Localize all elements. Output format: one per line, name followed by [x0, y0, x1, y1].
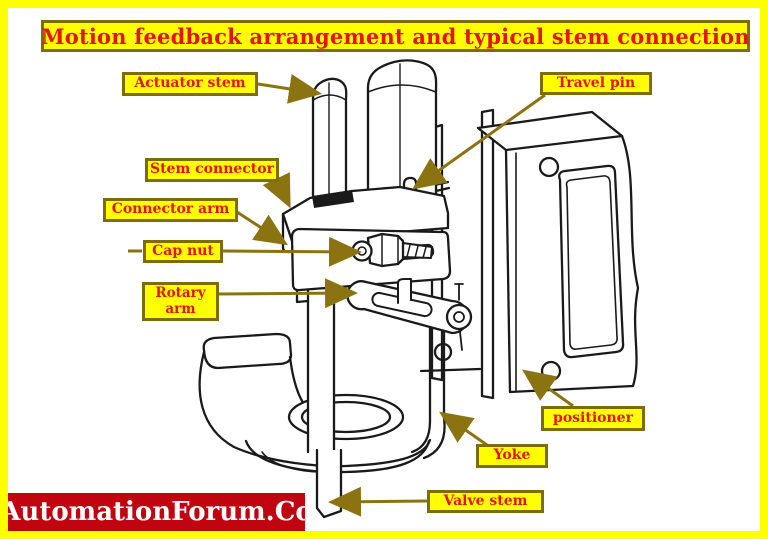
leader-yoke	[439, 411, 488, 447]
leader-rotary-arm	[217, 278, 358, 309]
rotary-arm-drawing	[346, 278, 473, 362]
label-cap-nut-text: Cap nut	[152, 242, 214, 259]
label-actuator-stem: Actuator stem	[122, 72, 258, 96]
label-connector-arm-text: Connector arm	[111, 201, 230, 218]
label-stem-connector-text: Stem connector	[149, 161, 274, 178]
positioner-drawing	[476, 110, 640, 394]
lower-stem-drawing	[306, 288, 336, 454]
leader-arrows	[128, 74, 574, 517]
label-travel-pin-text: Travel pin	[556, 74, 636, 91]
leader-connector-arm	[236, 210, 289, 246]
label-rotary-arm-text: Rotary arm	[155, 285, 206, 317]
valve-stem-drawing	[315, 448, 343, 519]
label-yoke-text: Yoke	[493, 447, 531, 464]
leader-travel-pin	[412, 93, 546, 190]
title-banner: Motion feedback arrangement and typical …	[41, 20, 750, 52]
label-positioner-text: positioner	[553, 409, 633, 426]
watermark-badge: AutomationForum.Co	[0, 493, 313, 531]
label-rotary-arm: Rotary arm	[142, 282, 219, 321]
label-cap-nut: Cap nut	[143, 240, 223, 263]
leader-positioner	[522, 369, 574, 408]
yoke-ring-drawing	[287, 393, 405, 441]
leader-actuator-stem	[257, 74, 322, 104]
watermark-text: AutomationForum.Co	[0, 497, 313, 527]
label-valve-stem: Valve stem	[427, 490, 544, 513]
yoke-base-drawing	[244, 439, 431, 474]
label-travel-pin: Travel pin	[540, 72, 652, 95]
leader-valve-stem	[328, 486, 428, 517]
label-connector-arm: Connector arm	[103, 198, 238, 222]
yoke-drawing	[198, 298, 446, 468]
label-actuator-stem-text: Actuator stem	[134, 75, 246, 92]
leader-stem-connector	[262, 172, 291, 209]
label-yoke: Yoke	[476, 444, 548, 468]
label-positioner: positioner	[541, 406, 645, 431]
page-title: Motion feedback arrangement and typical …	[41, 23, 750, 49]
leader-cap-nut	[221, 236, 362, 267]
label-stem-connector: Stem connector	[145, 158, 279, 182]
label-valve-stem-text: Valve stem	[443, 492, 528, 509]
